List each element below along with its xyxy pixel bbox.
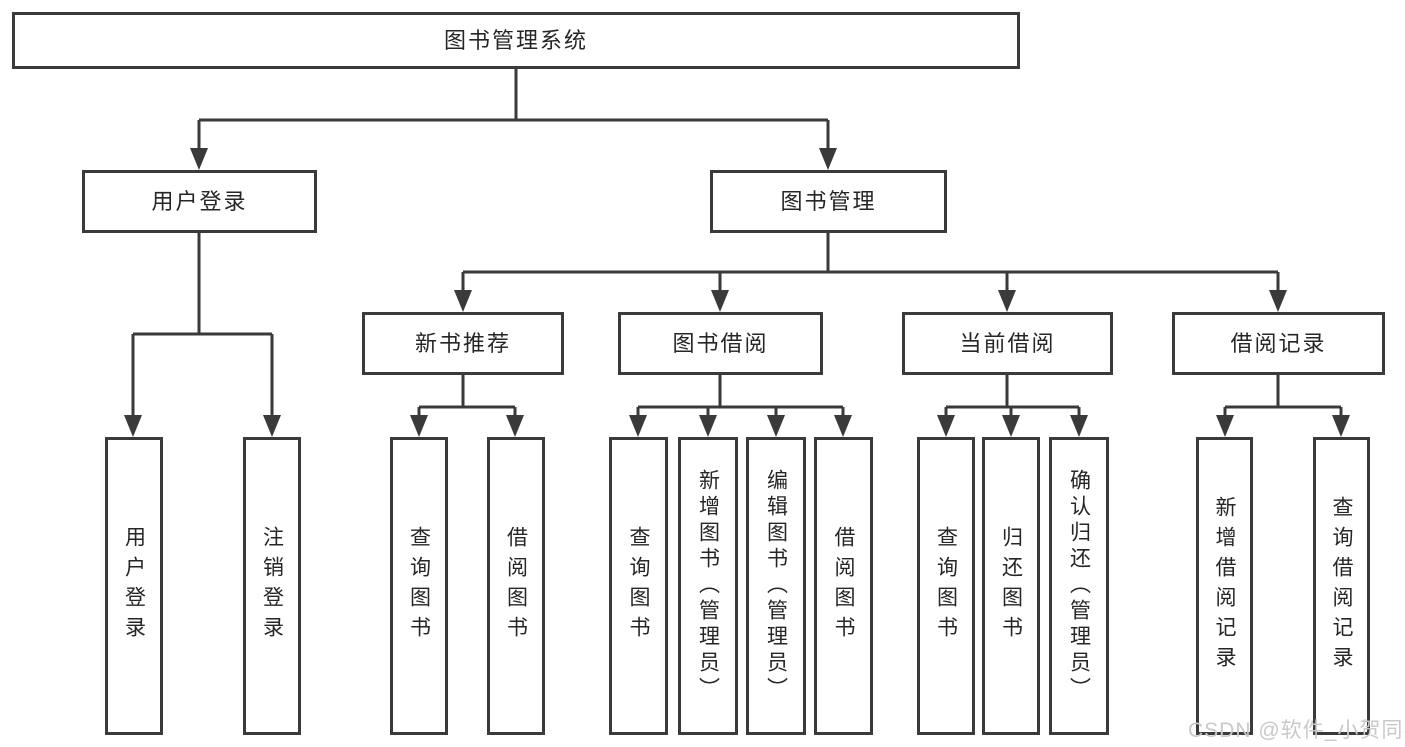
node-borrow-record: 借阅记录 bbox=[1172, 312, 1385, 375]
leaf-logout: 注销登录 bbox=[243, 437, 301, 735]
leaf-query-books-borrow: 查询图书 bbox=[609, 437, 668, 735]
node-book-management: 图书管理 bbox=[710, 170, 947, 233]
leaf-add-borrow-record: 新增借阅记录 bbox=[1196, 437, 1253, 735]
leaf-confirm-return-admin: 确认归还（管理员） bbox=[1049, 437, 1109, 735]
leaf-user-login: 用户登录 bbox=[105, 437, 163, 735]
leaf-return-books: 归还图书 bbox=[982, 437, 1040, 735]
node-user-login: 用户登录 bbox=[82, 170, 317, 233]
leaf-add-books-admin: 新增图书（管理员） bbox=[678, 437, 738, 735]
node-new-book-recommend: 新书推荐 bbox=[362, 312, 564, 375]
leaf-query-books-recommend: 查询图书 bbox=[390, 437, 448, 735]
node-root-system: 图书管理系统 bbox=[12, 12, 1020, 69]
leaf-edit-books-admin: 编辑图书（管理员） bbox=[746, 437, 806, 735]
leaf-query-books-current: 查询图书 bbox=[917, 437, 975, 735]
arrowheads bbox=[124, 148, 1350, 437]
node-current-borrow: 当前借阅 bbox=[902, 312, 1113, 375]
leaf-query-borrow-record: 查询借阅记录 bbox=[1313, 437, 1370, 735]
leaf-borrow-books-recommend: 借阅图书 bbox=[487, 437, 545, 735]
csdn-watermark: CSDN @软件_小贺同学 bbox=[1188, 719, 1405, 742]
leaf-borrow-books: 借阅图书 bbox=[814, 437, 873, 735]
node-book-borrow: 图书借阅 bbox=[618, 312, 823, 375]
